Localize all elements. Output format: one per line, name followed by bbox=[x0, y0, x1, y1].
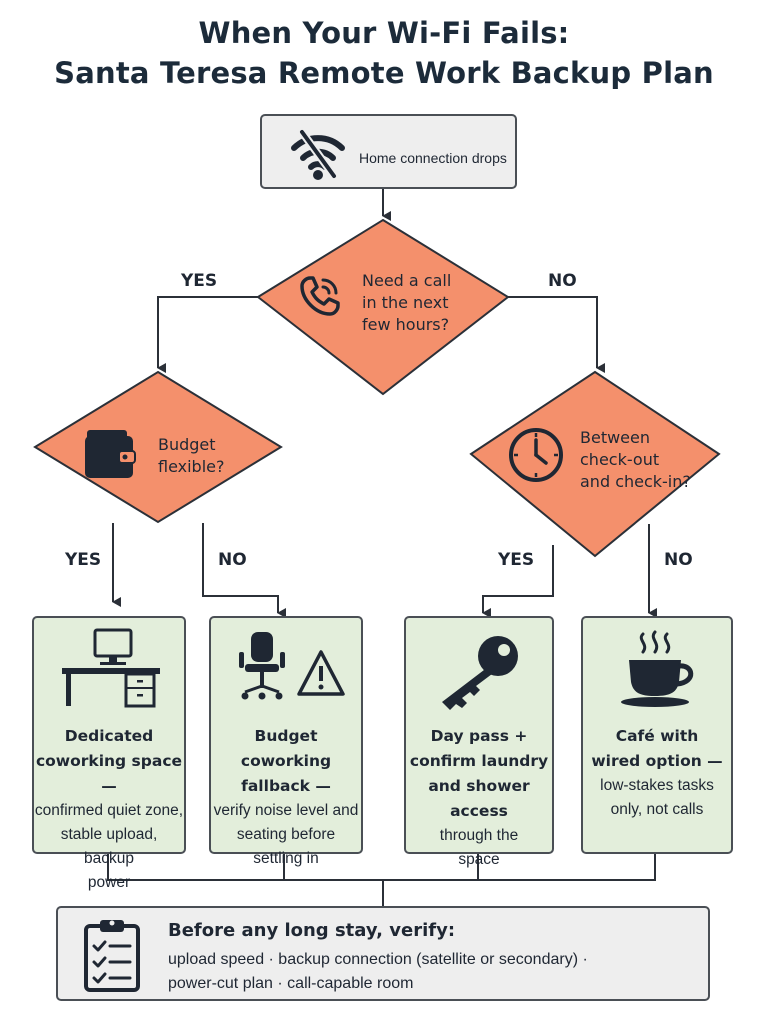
branch-label-yes-call: YES bbox=[181, 271, 218, 291]
checklist-title: Before any long stay, verify: bbox=[168, 920, 456, 941]
dedicated-title-line1: Dedicated bbox=[64, 727, 154, 745]
dedicated-detail-line3: power bbox=[87, 874, 131, 891]
call-question-line3: few hours? bbox=[362, 315, 450, 334]
cafe-detail-line1: low-stakes tasks bbox=[600, 777, 714, 794]
budget-question-line1: Budget bbox=[158, 435, 216, 454]
clipboard-checklist-icon bbox=[82, 918, 142, 999]
arrow-budget-no bbox=[202, 523, 286, 618]
budget-fallback-title-line2: coworking fallback — bbox=[240, 752, 332, 795]
outcome-cafe: Café with wired option — low-stakes task… bbox=[581, 616, 733, 854]
arrow-call-no bbox=[508, 296, 605, 373]
office-chair-warning-icon bbox=[237, 630, 347, 715]
day-pass-title-line3: and shower access bbox=[428, 777, 530, 820]
budget-fallback-title-line1: Budget bbox=[254, 727, 318, 745]
call-question-line1: Need a call bbox=[362, 271, 452, 290]
day-pass-title-line1: Day pass + bbox=[430, 727, 528, 745]
coffee-cup-icon bbox=[619, 630, 703, 715]
checklist-line2: power-cut plan · call-capable room bbox=[168, 975, 414, 992]
decision-between: Between check-out and check-in? bbox=[469, 370, 721, 558]
branch-label-no-budget: NO bbox=[218, 550, 247, 570]
key-icon bbox=[436, 632, 526, 717]
call-question-line2: in the next bbox=[362, 293, 449, 312]
between-question-line3: and check-in? bbox=[580, 472, 691, 491]
wallet-icon bbox=[83, 428, 137, 485]
between-question-line1: Between bbox=[580, 428, 651, 447]
outcome-day-pass: Day pass + confirm laundry and shower ac… bbox=[404, 616, 554, 868]
budget-fallback-detail-line3: settling in bbox=[253, 850, 319, 867]
verify-checklist-box: Before any long stay, verify: upload spe… bbox=[56, 906, 710, 1001]
dedicated-detail-line1: confirmed quiet zone, bbox=[34, 802, 184, 819]
merge-lines bbox=[107, 854, 656, 906]
cafe-title-line2: wired option — bbox=[591, 752, 723, 770]
outcome-dedicated-coworking: Dedicated coworking space — confirmed qu… bbox=[32, 616, 186, 891]
budget-fallback-detail-line1: verify noise level and bbox=[213, 802, 359, 819]
decision-call: Need a call in the next few hours? bbox=[256, 218, 510, 396]
diagram-title-line2: Santa Teresa Remote Work Backup Plan bbox=[54, 56, 714, 90]
branch-label-yes-budget: YES bbox=[65, 550, 102, 570]
cafe-title-line1: Café with bbox=[615, 727, 699, 745]
branch-label-yes-between: YES bbox=[498, 550, 535, 570]
day-pass-title-line2: confirm laundry bbox=[409, 752, 549, 770]
arrow-call-yes bbox=[157, 296, 258, 373]
diagram-title-line1: When Your Wi-Fi Fails: bbox=[198, 16, 570, 50]
desk-computer-icon bbox=[56, 628, 166, 713]
arrow-between-yes bbox=[482, 545, 554, 618]
day-pass-detail-line2: space bbox=[458, 851, 500, 868]
branch-label-no-between: NO bbox=[664, 550, 693, 570]
wifi-off-icon bbox=[286, 126, 350, 187]
branch-label-no-call: NO bbox=[548, 271, 577, 291]
start-node: Home connection drops bbox=[260, 114, 517, 189]
dedicated-title-line2: coworking space — bbox=[35, 752, 183, 795]
day-pass-detail-line1: through the bbox=[439, 827, 519, 844]
outcome-budget-fallback: Budget coworking fallback — verify noise… bbox=[209, 616, 363, 867]
decision-budget: Budget flexible? bbox=[33, 370, 283, 524]
between-question-line2: check-out bbox=[580, 450, 660, 469]
budget-fallback-detail-line2: seating before bbox=[236, 826, 336, 843]
start-label: Home connection drops bbox=[359, 150, 507, 166]
clock-icon bbox=[507, 426, 565, 489]
phone-icon bbox=[294, 272, 344, 327]
cafe-detail-line2: only, not calls bbox=[610, 801, 704, 818]
budget-question-line2: flexible? bbox=[158, 457, 225, 476]
dedicated-detail-line2: stable upload, backup bbox=[60, 826, 158, 867]
checklist-line1: upload speed · backup connection (satell… bbox=[168, 951, 588, 968]
